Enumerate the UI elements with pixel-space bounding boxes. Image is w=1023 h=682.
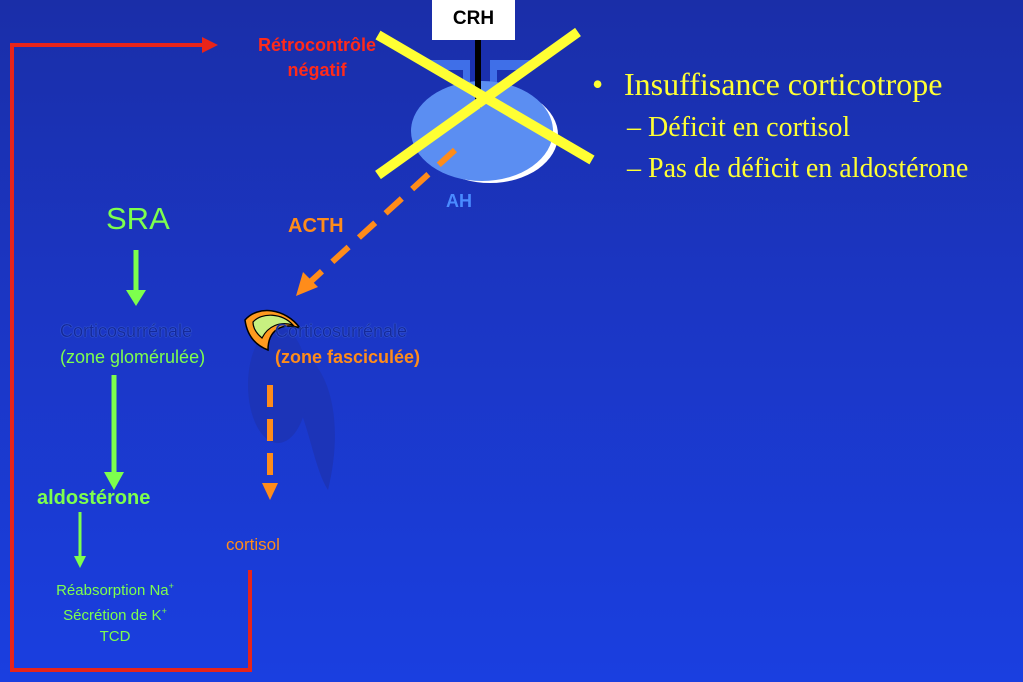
retrocontrole-line-2: négatif	[287, 60, 347, 80]
bullet-main-text: Insuffisance corticotrope	[624, 66, 943, 102]
bullet-sub-2: – Pas de déficit en aldostérone	[627, 153, 969, 184]
bullet-dot-icon: •	[592, 66, 604, 102]
corticosurrenale-left-title: Corticosurrénale	[60, 321, 193, 341]
retrocontrole-line-1: Rétrocontrôle	[257, 35, 376, 55]
effect-na-reabsorption: Réabsorption Na+	[56, 581, 174, 599]
bullet-list: • Insuffisance corticotrope – Déficit en …	[592, 64, 1012, 186]
zone-fasciculee-label: (zone fasciculée)	[275, 347, 421, 367]
sra-arrowhead	[126, 290, 146, 306]
sra-label: SRA	[106, 201, 170, 236]
cortisol-arrowhead	[262, 483, 278, 500]
ah-label: AH	[446, 191, 472, 211]
feedback-loop-line	[10, 43, 252, 672]
effects-arrowhead	[74, 556, 86, 568]
effect-tcd: TCD	[99, 628, 131, 645]
corticosurrenale-glomerulee-label: Corticosurrénale (zone glomérulée)	[60, 318, 205, 370]
feedback-arrowhead	[202, 37, 218, 53]
cortisol-label: cortisol	[226, 535, 280, 554]
aldosterone-label: aldostérone	[37, 487, 151, 509]
pituitary-gland-icon	[411, 32, 558, 183]
zone-glomerulee-label: (zone glomérulée)	[60, 347, 206, 367]
crh-label: CRH	[452, 8, 495, 29]
acth-label: ACTH	[288, 215, 344, 237]
corticosurrenale-fasciculee-label: Corticosurrénale (zone fasciculée)	[275, 318, 420, 370]
blocked-x-icon	[375, 27, 595, 180]
aldosterone-arrowhead	[104, 472, 124, 490]
acth-arrowhead	[296, 272, 318, 296]
aldosterone-effects: Réabsorption Na+ Sécrétion de K+ TCD	[40, 576, 190, 647]
bullet-sub-1: – Déficit en cortisol	[627, 112, 851, 143]
acth-dashed-arrow	[305, 147, 458, 287]
crh-box: CRH	[432, 0, 515, 40]
retrocontrole-label: Rétrocontrôle négatif	[222, 33, 412, 83]
bullet-main: • Insuffisance corticotrope	[592, 64, 1012, 104]
effect-k-secretion: Sécrétion de K+	[63, 606, 167, 624]
adrenal-kidney-icon	[244, 309, 335, 490]
corticosurrenale-right-title: Corticosurrénale	[275, 321, 408, 341]
